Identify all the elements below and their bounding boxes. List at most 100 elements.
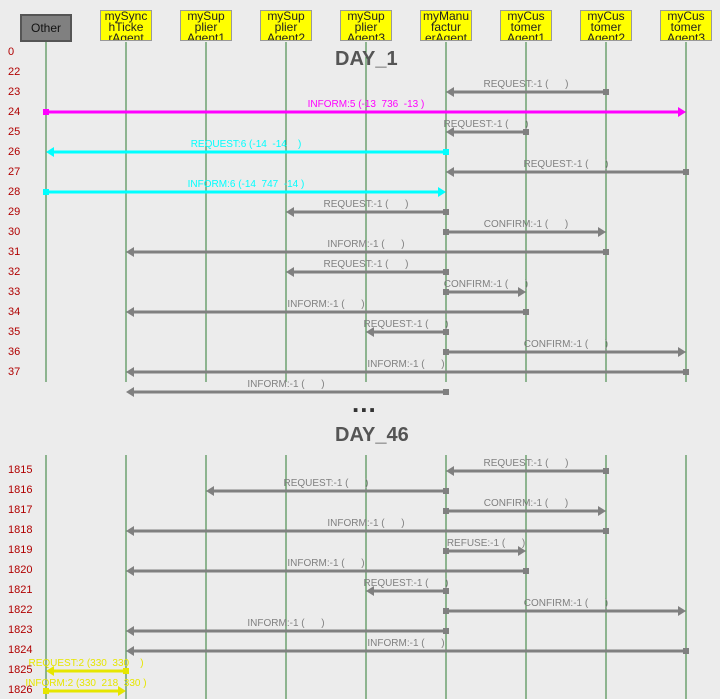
row-number: 22 [8, 66, 21, 78]
arrowhead [126, 247, 134, 257]
message-origin-marker [523, 129, 529, 135]
message-label[interactable]: REFUSE:-1 ( ) [447, 538, 525, 549]
message-label[interactable]: REQUEST:-1 ( ) [483, 79, 568, 90]
agent-box-sup3[interactable]: mySup plier Agent3 [340, 10, 392, 41]
row-number: 27 [8, 166, 21, 178]
message-label[interactable]: REQUEST:-1 ( ) [283, 478, 368, 489]
arrowhead [518, 287, 526, 297]
row-number: 26 [8, 146, 21, 158]
message-origin-marker [523, 309, 529, 315]
message-arrow [366, 327, 449, 337]
arrowhead [598, 227, 606, 237]
message-label[interactable]: INFORM:6 (-14 747 -14 ) [188, 179, 305, 190]
message-origin-marker [443, 488, 449, 494]
message-label[interactable]: INFORM:-1 ( ) [327, 239, 404, 250]
message-arrow [43, 686, 126, 696]
arrowhead [518, 546, 526, 556]
row-number: 24 [8, 106, 21, 118]
day46-title: DAY_46 [335, 424, 409, 446]
message-arrow [43, 107, 686, 117]
message-origin-marker [443, 329, 449, 335]
message-label[interactable]: CONFIRM:-1 ( ) [524, 598, 608, 609]
row-number: 1819 [8, 544, 33, 556]
agent-box-tick[interactable]: mySync hTicke rAgent [100, 10, 152, 41]
arrowhead [446, 87, 454, 97]
message-label[interactable]: INFORM:-1 ( ) [287, 299, 364, 310]
row-number: 23 [8, 86, 21, 98]
row-number: 36 [8, 346, 21, 358]
arrowhead [126, 367, 134, 377]
message-label[interactable]: REQUEST:-1 ( ) [323, 199, 408, 210]
arrowhead [126, 646, 134, 656]
row-number: 34 [8, 306, 21, 318]
message-label[interactable]: INFORM:-1 ( ) [247, 618, 324, 629]
message-label[interactable]: CONFIRM:-1 ( ) [444, 279, 528, 290]
message-label[interactable]: INFORM:5 (-13 736 -13 ) [308, 99, 425, 110]
row-number: 1821 [8, 584, 33, 596]
message-arrow [206, 486, 449, 496]
message-origin-marker [603, 528, 609, 534]
row-number: 1818 [8, 524, 33, 536]
agent-box-sup2[interactable]: mySup plier Agent2 [260, 10, 312, 41]
message-arrow [446, 127, 529, 137]
message-arrow [46, 666, 129, 676]
row-number: 28 [8, 186, 21, 198]
message-arrow [126, 526, 609, 536]
message-arrow [126, 247, 609, 257]
arrowhead [46, 666, 54, 676]
message-label[interactable]: CONFIRM:-1 ( ) [484, 219, 568, 230]
message-label[interactable]: INFORM:-1 ( ) [287, 558, 364, 569]
message-arrow [286, 207, 449, 217]
message-arrow [126, 566, 529, 576]
row-number: 1815 [8, 464, 33, 476]
arrowhead [286, 267, 294, 277]
agent-box-manu[interactable]: myManu factur erAgent [420, 10, 472, 41]
message-label[interactable]: INFORM:2 (330 218 330 ) [25, 678, 146, 689]
message-origin-marker [443, 508, 449, 514]
message-arrow [443, 227, 606, 237]
message-arrow [366, 586, 449, 596]
message-label[interactable]: REQUEST:-1 ( ) [443, 119, 528, 130]
message-arrow [446, 466, 609, 476]
message-arrow [443, 347, 686, 357]
message-label[interactable]: REQUEST:-1 ( ) [363, 578, 448, 589]
message-origin-marker [43, 109, 49, 115]
message-label[interactable]: CONFIRM:-1 ( ) [484, 498, 568, 509]
message-arrow [46, 147, 449, 157]
arrowhead [126, 387, 134, 397]
message-label[interactable]: REQUEST:6 (-14 -14 ) [191, 139, 302, 150]
row-number: 1824 [8, 644, 33, 656]
message-origin-marker [683, 169, 689, 175]
message-arrow [126, 626, 449, 636]
agent-box-cus2[interactable]: myCus tomer Agent2 [580, 10, 632, 41]
message-label[interactable]: REQUEST:-1 ( ) [523, 159, 608, 170]
message-label[interactable]: INFORM:-1 ( ) [367, 638, 444, 649]
message-origin-marker [443, 149, 449, 155]
message-label[interactable]: INFORM:-1 ( ) [247, 379, 324, 390]
arrowhead [126, 526, 134, 536]
agent-box-cus3[interactable]: myCus tomer Agent3 [660, 10, 712, 41]
agent-box-sup1[interactable]: mySup plier Agent1 [180, 10, 232, 41]
message-label[interactable]: INFORM:-1 ( ) [367, 359, 444, 370]
message-origin-marker [523, 568, 529, 574]
message-label[interactable]: REQUEST:-1 ( ) [483, 458, 568, 469]
arrowhead [678, 347, 686, 357]
message-label[interactable]: INFORM:-1 ( ) [327, 518, 404, 529]
row-number: 1825 [8, 664, 33, 676]
arrowhead [126, 626, 134, 636]
row-number: 25 [8, 126, 21, 138]
message-arrow [443, 546, 526, 556]
message-label[interactable]: REQUEST:-1 ( ) [323, 259, 408, 270]
row-number: 1817 [8, 504, 33, 516]
row-number: 0 [8, 46, 15, 58]
agent-box-cus1[interactable]: myCus tomer Agent1 [500, 10, 552, 41]
message-label[interactable]: REQUEST:2 (330 330 ) [28, 658, 143, 669]
row-number: 1823 [8, 624, 33, 636]
message-origin-marker [443, 548, 449, 554]
message-label[interactable]: CONFIRM:-1 ( ) [524, 339, 608, 350]
message-label[interactable]: REQUEST:-1 ( ) [363, 319, 448, 330]
message-arrow [446, 167, 689, 177]
message-arrow [126, 307, 529, 317]
agent-box-other[interactable]: Other [20, 14, 72, 42]
message-origin-marker [443, 608, 449, 614]
